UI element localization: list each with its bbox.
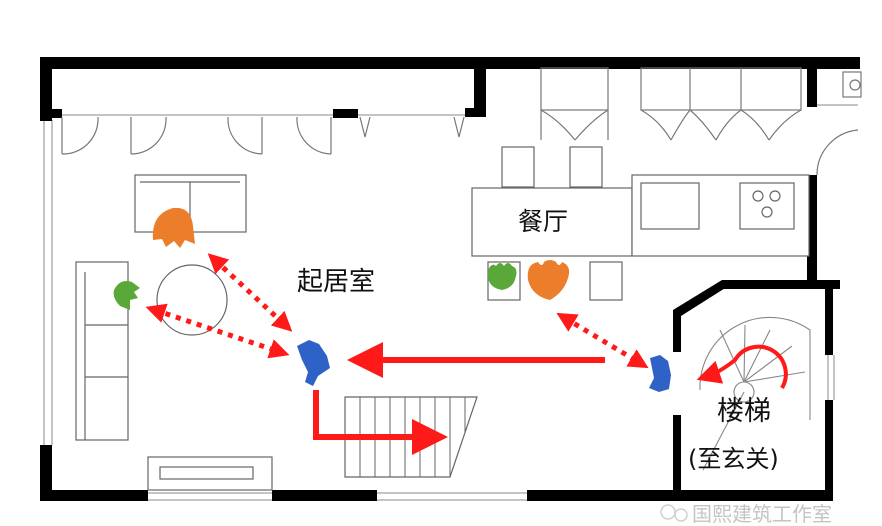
- dotted-arrow-dining: [556, 312, 649, 369]
- watermark-text: 国熙建筑工作室: [692, 502, 832, 526]
- person-green-dining: [488, 263, 517, 290]
- walls: [40, 57, 860, 501]
- person-orange-dining: [527, 260, 570, 300]
- arrow-to-basement-stairs: [313, 390, 448, 455]
- person-main-living: [297, 340, 330, 386]
- cabinet-doors: [61, 67, 862, 176]
- movement-arrows: [145, 253, 788, 455]
- dining-kitchen: [471, 146, 810, 301]
- label-living-room: 起居室: [297, 267, 376, 297]
- label-staircase-note: (至玄关): [688, 445, 779, 473]
- label-staircase: 楼梯: [717, 396, 771, 427]
- person-main-stairs: [649, 355, 671, 392]
- living-furniture: [75, 174, 478, 491]
- windows: [43, 104, 858, 501]
- watermark-chat-icon: [660, 504, 688, 522]
- person-orange-sofa: [152, 207, 195, 248]
- label-dining-room: 餐厅: [518, 207, 569, 236]
- arrow-spiral-stair: [696, 344, 788, 390]
- person-green-sofa: [113, 281, 140, 310]
